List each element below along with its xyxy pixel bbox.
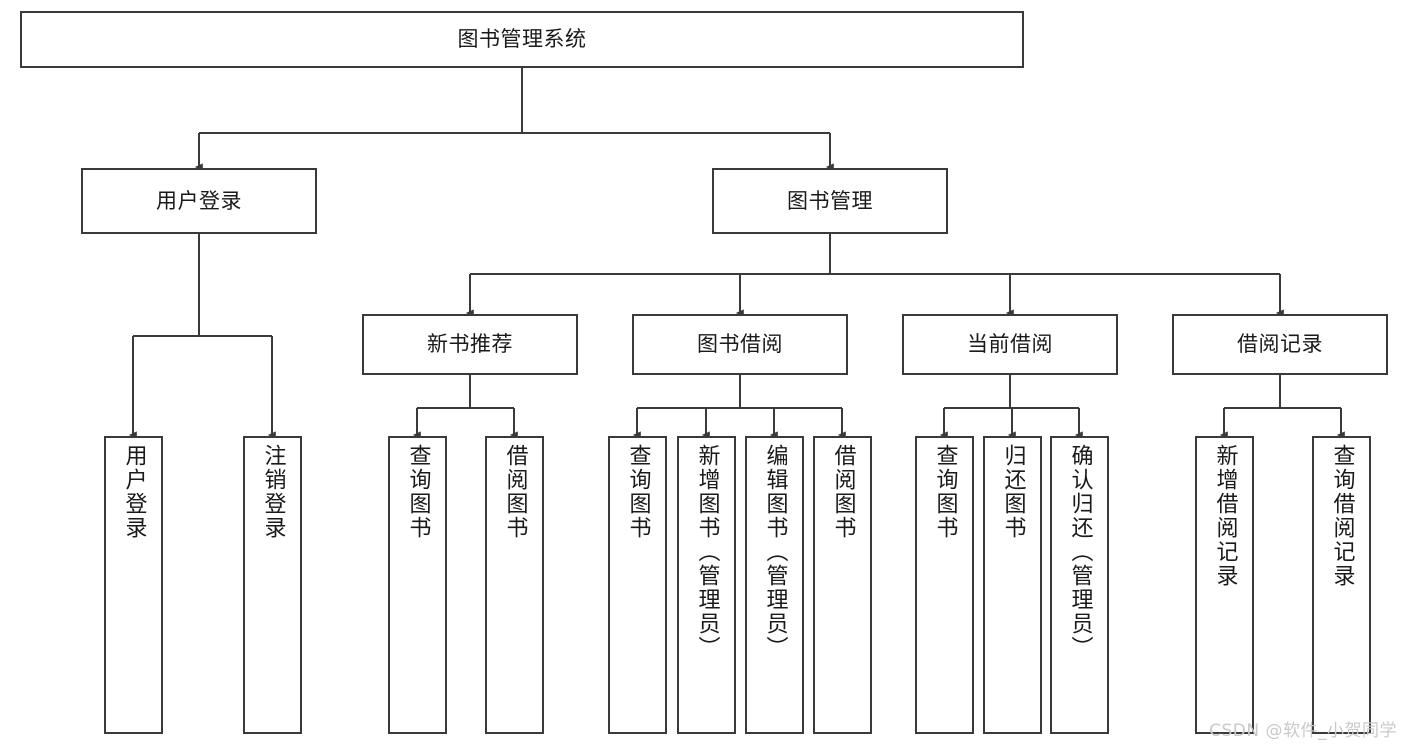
node-leaf-logout-login[interactable]: 注销登录	[243, 436, 302, 734]
csdn-watermark: CSDN @软件_小贺同学	[1209, 721, 1397, 741]
node-user-login-label: 用户登录	[156, 188, 242, 213]
node-leaf-add-book-admin-label: 新增图书（管理员）	[694, 444, 720, 660]
node-leaf-return-book-label: 归还图书	[1000, 444, 1026, 540]
node-leaf-return-book[interactable]: 归还图书	[983, 436, 1042, 734]
node-root[interactable]: 图书管理系统	[20, 11, 1024, 68]
node-leaf-add-borrow-record[interactable]: 新增借阅记录	[1195, 436, 1254, 734]
node-leaf-add-book-admin[interactable]: 新增图书（管理员）	[677, 436, 736, 734]
node-leaf-edit-book-admin-label: 编辑图书（管理员）	[762, 444, 788, 660]
node-leaf-query-book-rec[interactable]: 查询图书	[388, 436, 447, 734]
node-borrow-record-label: 借阅记录	[1237, 332, 1323, 357]
node-leaf-query-book-current-label: 查询图书	[932, 444, 958, 540]
node-leaf-query-borrow-record[interactable]: 查询借阅记录	[1312, 436, 1371, 734]
node-leaf-query-book-borrow[interactable]: 查询图书	[608, 436, 667, 734]
node-user-login[interactable]: 用户登录	[81, 168, 317, 234]
node-book-management-label: 图书管理	[787, 188, 873, 213]
node-leaf-user-login[interactable]: 用户登录	[104, 436, 163, 734]
node-leaf-add-borrow-record-label: 新增借阅记录	[1212, 444, 1238, 588]
node-current-borrow[interactable]: 当前借阅	[902, 314, 1118, 375]
node-new-book-recommend-label: 新书推荐	[427, 332, 513, 357]
node-leaf-query-book-borrow-label: 查询图书	[625, 444, 651, 540]
node-root-label: 图书管理系统	[457, 27, 587, 52]
node-leaf-borrow-book[interactable]: 借阅图书	[813, 436, 872, 734]
node-leaf-logout-login-label: 注销登录	[260, 444, 286, 540]
node-leaf-borrow-book-rec[interactable]: 借阅图书	[485, 436, 544, 734]
node-leaf-query-book-rec-label: 查询图书	[405, 444, 431, 540]
node-leaf-confirm-return-admin[interactable]: 确认归还（管理员）	[1050, 436, 1109, 734]
node-leaf-query-borrow-record-label: 查询借阅记录	[1329, 444, 1355, 588]
node-new-book-recommend[interactable]: 新书推荐	[362, 314, 578, 375]
node-book-borrow-label: 图书借阅	[697, 332, 783, 357]
node-leaf-user-login-label: 用户登录	[121, 444, 147, 540]
node-book-borrow[interactable]: 图书借阅	[632, 314, 848, 375]
node-current-borrow-label: 当前借阅	[967, 332, 1053, 357]
connector-layer	[128, 68, 1345, 439]
node-borrow-record[interactable]: 借阅记录	[1172, 314, 1388, 375]
node-book-management[interactable]: 图书管理	[712, 168, 948, 234]
node-leaf-borrow-book-rec-label: 借阅图书	[502, 444, 528, 540]
node-leaf-confirm-return-admin-label: 确认归还（管理员）	[1067, 444, 1093, 660]
node-leaf-borrow-book-label: 借阅图书	[830, 444, 856, 540]
node-leaf-query-book-current[interactable]: 查询图书	[915, 436, 974, 734]
node-leaf-edit-book-admin[interactable]: 编辑图书（管理员）	[745, 436, 804, 734]
